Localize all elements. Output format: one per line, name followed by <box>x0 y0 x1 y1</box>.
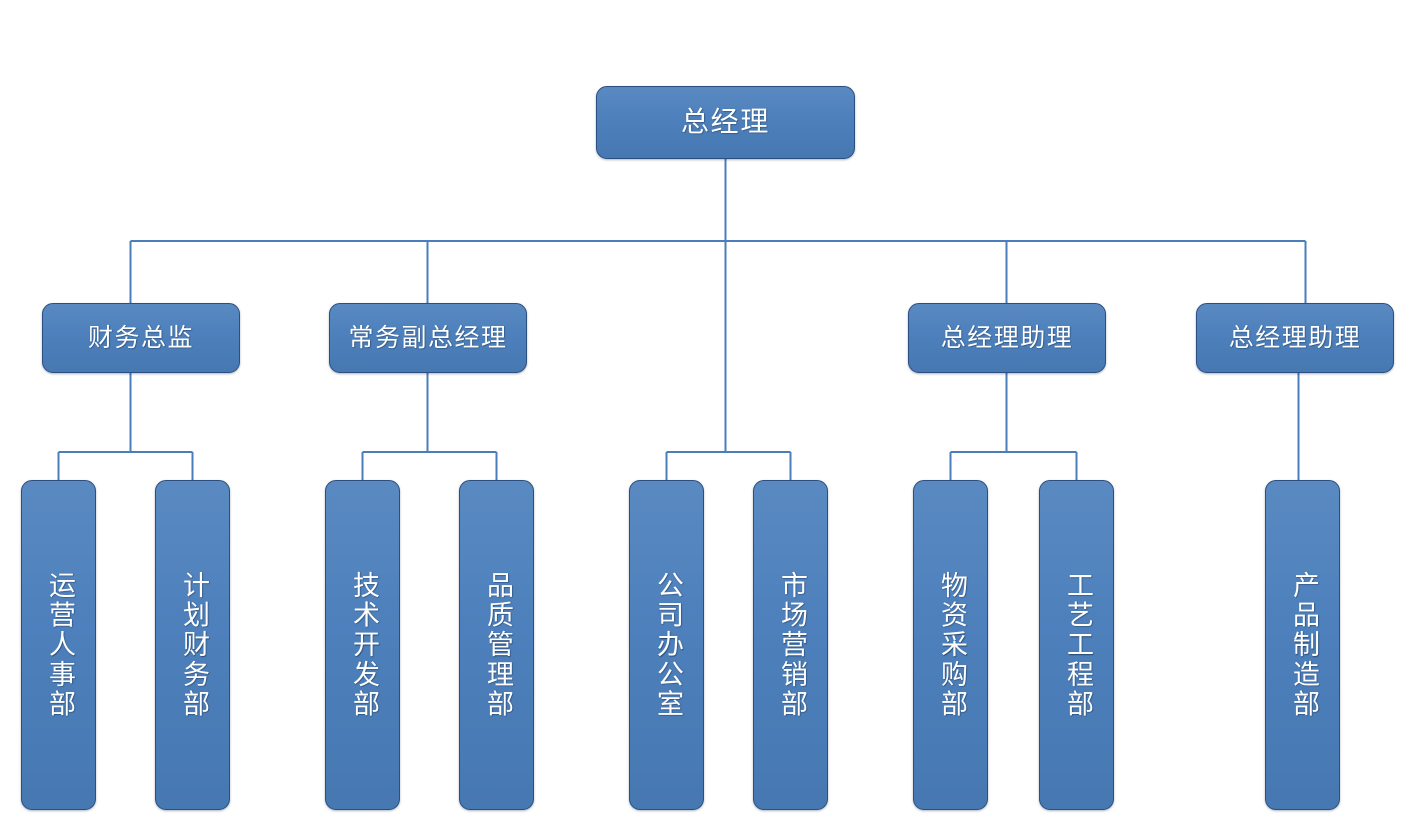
node-label: 总经理助理 <box>1228 323 1362 353</box>
node-general-manager-assistant-1[interactable]: 总经理助理 <box>908 303 1106 373</box>
node-finance-director[interactable]: 财务总监 <box>42 303 240 373</box>
node-technology-development-department[interactable]: 技术开发部 <box>325 480 400 810</box>
node-marketing-department[interactable]: 市场营销部 <box>753 480 828 810</box>
node-label: 运营人事部 <box>43 570 75 720</box>
node-label: 财务总监 <box>87 323 194 353</box>
node-executive-deputy-general-manager[interactable]: 常务副总经理 <box>329 303 527 373</box>
node-label: 常务副总经理 <box>348 323 508 353</box>
node-label: 产品制造部 <box>1287 570 1319 720</box>
node-operations-hr-department[interactable]: 运营人事部 <box>21 480 96 810</box>
node-process-engineering-department[interactable]: 工艺工程部 <box>1039 480 1114 810</box>
node-quality-management-department[interactable]: 品质管理部 <box>459 480 534 810</box>
node-label: 公司办公室 <box>651 570 683 720</box>
node-label: 物资采购部 <box>935 570 967 720</box>
node-planning-finance-department[interactable]: 计划财务部 <box>155 480 230 810</box>
node-label: 工艺工程部 <box>1061 570 1093 720</box>
node-label: 市场营销部 <box>775 570 807 720</box>
node-product-manufacturing-department[interactable]: 产品制造部 <box>1265 480 1340 810</box>
node-company-office[interactable]: 公司办公室 <box>629 480 704 810</box>
node-materials-procurement-department[interactable]: 物资采购部 <box>913 480 988 810</box>
node-label: 总经理助理 <box>940 323 1074 353</box>
node-label: 总经理 <box>680 105 771 139</box>
node-label: 计划财务部 <box>177 570 209 720</box>
node-general-manager[interactable]: 总经理 <box>596 86 855 159</box>
node-label: 技术开发部 <box>347 570 379 720</box>
node-label: 品质管理部 <box>481 570 513 720</box>
node-general-manager-assistant-2[interactable]: 总经理助理 <box>1196 303 1394 373</box>
